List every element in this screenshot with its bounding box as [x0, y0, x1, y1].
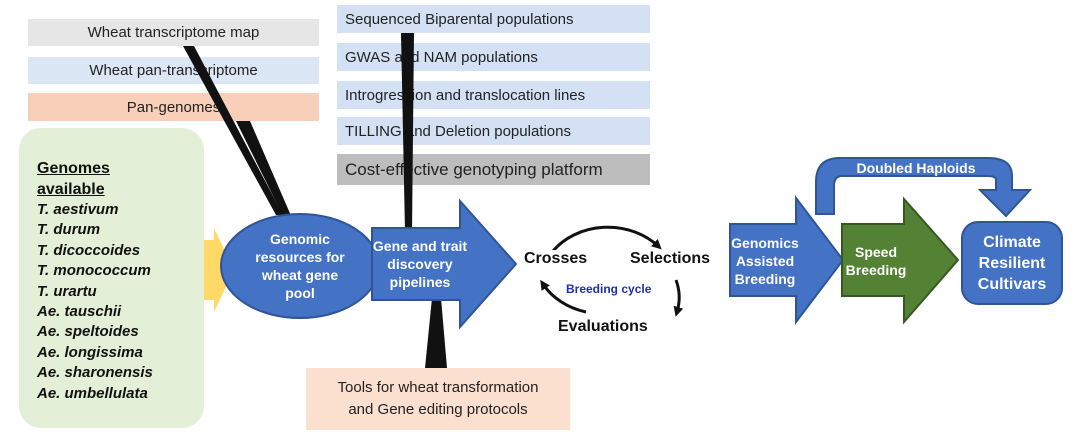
box-gwas-nam-populations: GWAS and NAM populations [337, 43, 650, 71]
evaluations-label: Evaluations [558, 318, 648, 336]
gene-trait-discovery-label: Gene and trait discovery pipelines [372, 238, 468, 290]
tools-box [306, 368, 570, 430]
speed-breeding-arrow [841, 196, 960, 325]
genomes-list: T. aestivum T. durum T. dicoccoides T. m… [37, 200, 204, 404]
genome-item: T. dicoccoides [37, 241, 141, 259]
genome-item: T. durum [37, 221, 101, 239]
connector-pan-genomes [236, 121, 292, 218]
connector-tools [425, 298, 447, 368]
connector-populations [401, 33, 414, 232]
yellow-arrow [204, 228, 234, 312]
box-tilling-deletion: TILLING and Deletion populations [337, 117, 650, 145]
gene-trait-arrow [371, 198, 518, 330]
connector-transcriptome [183, 46, 283, 215]
genome-item: Ae. sharonensis [37, 364, 153, 382]
box-biparental-populations: Sequenced Biparental populations [337, 5, 650, 33]
climate-resilient-label: Climate Resilient Cultivars [977, 233, 1047, 293]
cycle-arc-bottom [540, 279, 587, 314]
doubled-haploids-arrow [815, 157, 1033, 218]
speed-breeding-label: Speed Breeding [845, 244, 907, 278]
genome-item: T. monococcum [37, 262, 151, 280]
selections-label: Selections [630, 250, 711, 268]
genome-item: Ae. longissima [37, 343, 143, 361]
genomics-assisted-label: Genomics Assisted Breeding [731, 235, 799, 287]
genomic-resources-label: Genomic resources for wheat gene pool [255, 231, 345, 301]
cycle-arc-top [551, 225, 662, 252]
genomes-title: Genomes available [37, 160, 110, 198]
tools-label: Tools for wheat transformation and Gene … [337, 379, 539, 418]
crosses-label: Crosses [524, 250, 588, 268]
genome-item: Ae. tauschii [37, 303, 122, 321]
breeding-cycle-label: Breeding cycle [566, 282, 652, 296]
box-wheat-pan-transcriptome: Wheat pan-transcriptome [28, 57, 319, 84]
box-wheat-transcriptome-map: Wheat transcriptome map [28, 19, 319, 46]
box-pan-genomes: Pan-genomes [28, 93, 319, 121]
doubled-haploids-label: Doubled Haploids [856, 160, 976, 176]
cycle-arc-right [673, 279, 684, 317]
genome-item: T. aestivum [37, 201, 119, 218]
genome-item: Ae. umbellulata [37, 384, 148, 402]
genome-item: T. urartu [37, 282, 97, 300]
climate-resilient-box [961, 221, 1063, 305]
genome-item: Ae. speltoides [37, 323, 139, 341]
genomics-assisted-arrow [729, 195, 845, 325]
genomes-available-panel: Genomes available T. aestivum T. durum T… [19, 128, 204, 428]
